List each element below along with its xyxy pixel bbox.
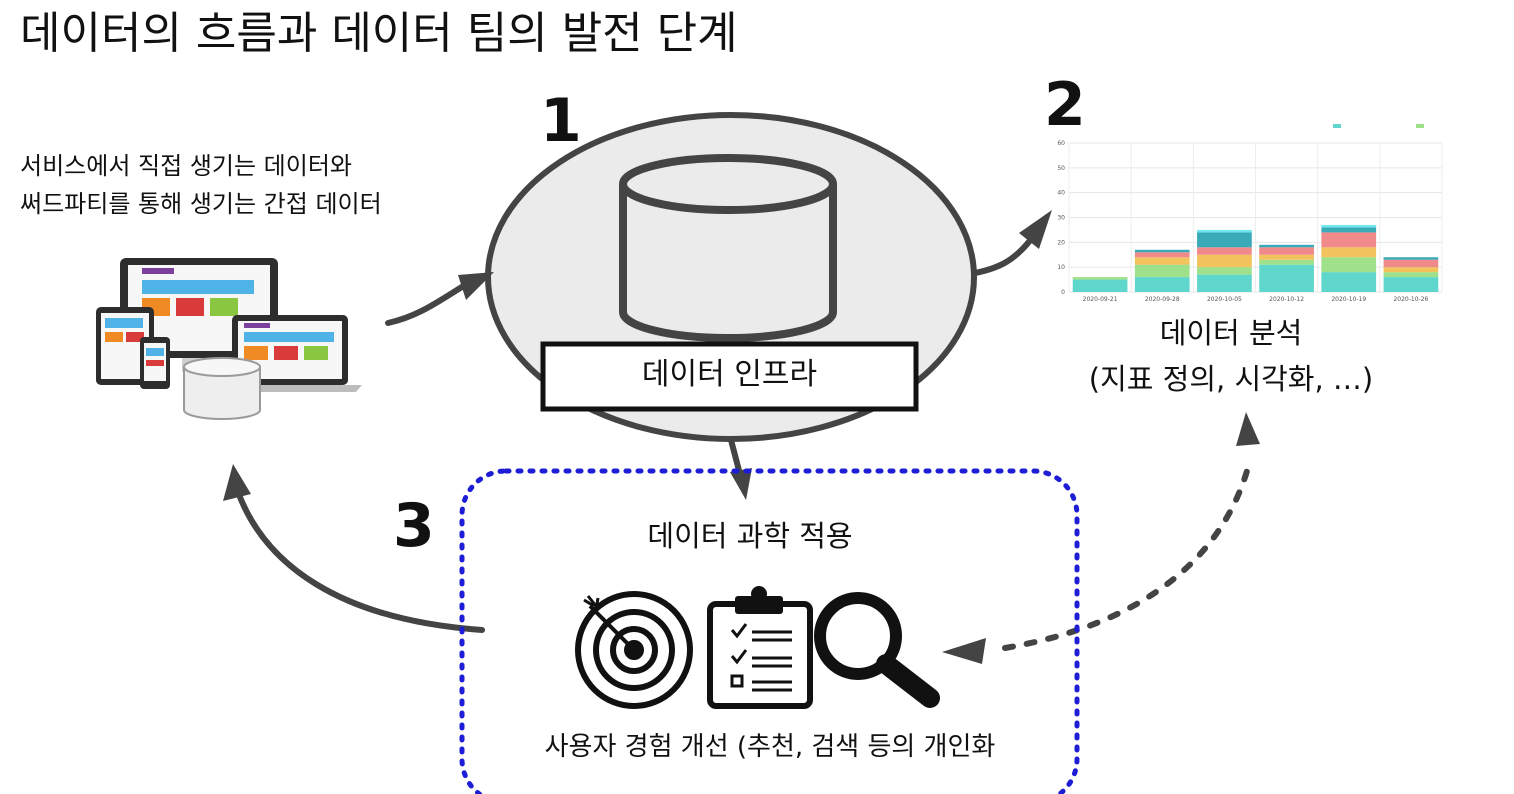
chart-y-tick-label: 10 [1057,264,1065,271]
chart-x-tick-label: 2020-09-28 [1145,296,1180,303]
target-icon [575,591,693,709]
analysis-description: 데이터 분석 (지표 정의, 시각화, …) [1036,310,1426,402]
chart-bar-segment [1197,267,1252,275]
analysis-line-1: 데이터 분석 [1159,316,1303,350]
checklist-icon [707,586,813,709]
arrow-heads [223,210,1260,664]
magnifier-icon [814,592,940,708]
chart-bar-segment [1134,264,1190,278]
step-number-3: 3 [393,491,435,561]
chart-bar-segment [1383,267,1439,273]
chart-y-tick-label: 40 [1057,190,1065,197]
chart-bar-segment [1383,257,1439,260]
chart-y-tick-label: 60 [1057,140,1065,147]
infra-label: 데이터 인프라 [641,357,818,392]
chart-bar-segment [1383,272,1439,278]
chart-bar-segment [1259,264,1314,292]
chart-bar-segment [1197,274,1252,292]
chart-x-tick-label: 2020-10-26 [1393,296,1428,303]
data-science-title: 데이터 과학 적용 [647,519,853,553]
source-line-1: 서비스에서 직접 생기는 데이터와 [20,152,353,180]
chart-bar-segment [1197,254,1252,268]
chart-bar-segment [1383,259,1439,268]
database-icon [619,154,837,342]
chart-x-tick-label: 2020-10-19 [1331,296,1366,303]
chart-bar-segment [1134,257,1190,265]
chart-legend-swatch [1416,124,1424,128]
analysis-chart: 0 10 20 30 40 50 60 2020-09-21 2020-09-28 2020-10… [1057,124,1443,303]
chart-bar-segment [1383,277,1439,292]
data-science-loop-box [459,468,1080,794]
source-line-2: 써드파티를 통해 생기는 간접 데이터 [20,190,382,218]
chart-bar-segment [1134,277,1190,292]
page-title: 데이터의 흐름과 데이터 팀의 발전 단계 [20,8,738,59]
chart-bar-segment [1259,259,1314,265]
arrow-science-to-analysis [1002,457,1253,651]
chart-bar-segment [1197,247,1252,255]
chart-bar-segment [1134,252,1190,258]
chart-bar-segment [1259,244,1314,248]
chart-bar-segment [1072,279,1128,292]
chart-legend-swatch [1333,124,1341,128]
chart-bar-segment [1134,249,1190,253]
chart-y-tick-label: 0 [1061,289,1065,296]
analysis-line-2: (지표 정의, 시각화, …) [1088,362,1374,396]
chart-bar-segment [1197,229,1252,233]
arrows [235,235,1253,651]
chart-bar-segment [1321,224,1377,228]
chart-bar-segment [1321,247,1377,258]
step-number-1: 1 [540,86,582,156]
arrow-science-to-devices [235,489,485,633]
chart-bar-segment [1259,254,1314,260]
chart-bar-segment [1321,227,1377,233]
chart-bar-segment [1321,257,1377,273]
chart-y-tick-label: 20 [1057,239,1065,246]
chart-bar-segment [1259,247,1314,255]
step-number-2: 2 [1044,70,1086,140]
arrow-devices-to-infra [385,279,473,326]
chart-x-tick-label: 2020-09-21 [1083,296,1118,303]
chart-x-tick-label: 2020-10-12 [1269,296,1304,303]
chart-y-tick-label: 50 [1057,165,1065,172]
source-description: 서비스에서 직접 생기는 데이터와 써드파티를 통해 생기는 간접 데이터 [20,147,382,223]
devices-icon [96,258,362,420]
chart-y-tick-label: 30 [1057,215,1065,222]
chart-bar-segment [1197,232,1252,248]
chart-bar-segment [1072,277,1128,280]
chart-bar-segment [1321,232,1377,248]
chart-bar-segment [1321,272,1377,292]
data-science-caption: 사용자 경험 개선 (추천, 검색 등의 개인화 [544,732,996,762]
infra-box [540,341,919,412]
arrow-infra-to-analysis [972,235,1035,276]
chart-x-tick-label: 2020-10-05 [1207,296,1242,303]
